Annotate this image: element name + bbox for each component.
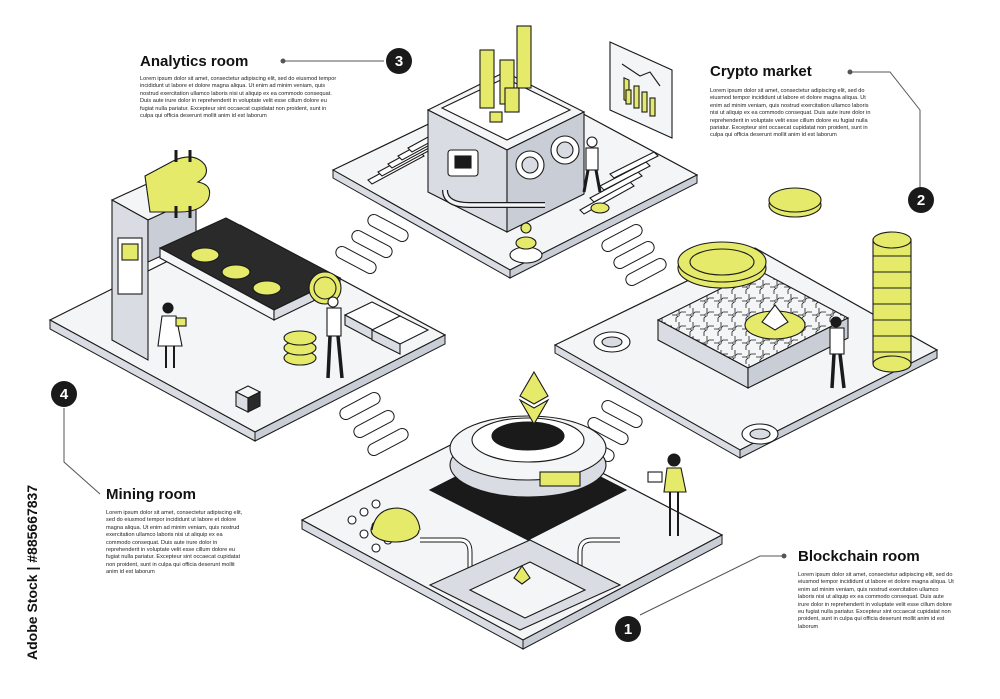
analytics-title: Analytics room <box>140 53 249 70</box>
mining-person-woman <box>157 302 187 368</box>
blockchain-section: Blockchain room Lorem ipsum dolor sit am… <box>798 548 956 631</box>
stairs-right <box>579 151 659 215</box>
analytics-machine <box>367 25 659 264</box>
analytics-number-badge: 3 <box>386 48 412 74</box>
crypto-title: Crypto market <box>710 63 812 80</box>
analytics-body: Lorem ipsum dolor sit amet, consectetur … <box>140 76 337 120</box>
crypto-number-badge: 2 <box>908 187 934 213</box>
analytics-bars <box>479 25 532 123</box>
mining-person-man <box>326 296 344 379</box>
stock-watermark: Adobe Stock | #885667837 <box>6 460 40 660</box>
watermark-text: Adobe Stock | #885667837 <box>24 484 40 660</box>
coin-stack <box>283 330 317 366</box>
mining-machine <box>110 150 430 413</box>
crypto-body: Lorem ipsum dolor sit amet, consectetur … <box>710 88 871 139</box>
blockchain-title: Blockchain room <box>798 548 920 565</box>
tall-coin-stack <box>872 231 912 373</box>
mining-platform <box>48 224 447 442</box>
analytics-chart-card <box>609 41 673 139</box>
leader-lines <box>63 58 921 616</box>
analytics-person <box>582 136 610 214</box>
mining-body: Lorem ipsum dolor sit amet, consectetur … <box>106 510 243 576</box>
crypto-person <box>829 316 846 389</box>
blockchain-portal <box>347 370 628 631</box>
mining-section: Mining room Lorem ipsum dolor sit amet, … <box>106 486 248 577</box>
blockchain-number-badge: 1 <box>615 616 641 642</box>
analytics-section: Analytics room Lorem ipsum dolor sit ame… <box>140 53 340 120</box>
crypto-section: Crypto market Lorem ipsum dolor sit amet… <box>710 63 878 140</box>
crypto-market <box>593 187 912 445</box>
belt-coins <box>190 247 282 296</box>
mining-number-badge: 4 <box>51 381 77 407</box>
bitcoin-symbol <box>144 150 211 218</box>
blockchain-person <box>647 453 687 536</box>
blockchain-body: Lorem ipsum dolor sit amet, consectetur … <box>798 572 954 630</box>
mining-title: Mining room <box>106 486 196 503</box>
